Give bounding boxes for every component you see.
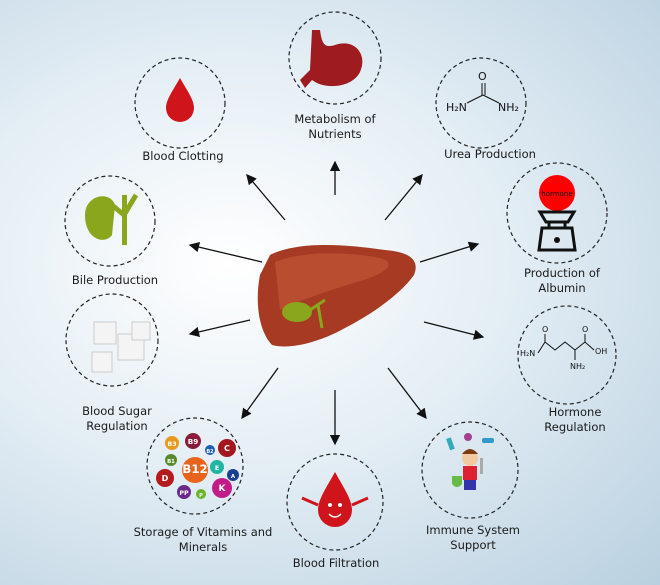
circle-albumin [506,162,608,264]
svg-text:H₂N: H₂N [520,349,535,358]
vitamin-label: K [219,484,227,494]
vitamin-bubble [227,469,239,481]
circle-filtration [286,453,384,551]
label-immune: Immune System Support [426,523,520,552]
svg-text:H₂N: H₂N [446,101,467,114]
arrows [188,160,485,446]
dashed-circles [64,11,617,551]
svg-text:NH₂: NH₂ [498,101,519,114]
sugar-cubes-icon [91,321,151,373]
vitamin-bubble [177,485,191,499]
circle-metabolism [288,11,382,105]
vitamin-label: B12 [182,462,207,476]
svg-text:O: O [582,325,588,334]
circle-hormone [517,305,617,405]
label-urea: Urea Production [444,147,536,161]
svg-text:NH₂: NH₂ [570,362,585,371]
vitamin-label: P [199,493,203,499]
gallbladder-icon [85,193,139,245]
svg-text:OH: OH [595,347,607,356]
vitamin-bubble [196,489,206,499]
circle-urea [435,57,527,149]
vitamin-bubble [165,436,179,450]
vitamin-bubble [165,454,177,466]
label-vitamins: Storage of Vitamins and Minerals [133,525,273,554]
urea-molecule-icon: O H₂N NH₂ [446,70,519,114]
vitamin-bubble [182,457,208,483]
vitamin-label: A [231,474,236,480]
liver-icon [257,245,416,347]
vitamin-bubble [205,445,215,455]
vitamin-bubble [218,439,236,457]
vitamin-label: B9 [188,437,198,446]
circle-immune [421,421,519,519]
stomach-icon [300,30,363,88]
svg-text:O: O [478,70,487,83]
vitamin-label: B2 [206,449,214,455]
vitamin-bubble [185,433,201,449]
vitamin-bubble [212,478,232,498]
blood-drop-icon [166,78,194,122]
scale-icon: hormone [537,175,577,252]
label-sugar: Blood Sugar Regulation [82,404,152,433]
vitamin-label: E [215,465,219,472]
circle-clotting [134,57,226,149]
vitamin-label: B3 [167,441,176,448]
circle-vitamins [146,417,244,515]
label-clotting: Blood Clotting [142,149,224,163]
label-albumin: Production of Albumin [524,266,600,295]
vitamin-bubble [210,460,224,474]
label-metabolism: Metabolism of Nutrients [294,112,376,141]
circle-sugar [65,293,159,387]
svg-text:O: O [542,325,548,334]
vitamin-label: C [224,443,230,453]
label-hormone: Hormone Regulation [544,405,606,434]
glutamine-molecule-icon: O O H₂N OH NH₂ [520,325,607,371]
blood-drop-character-icon [301,472,369,527]
vitamin-label: D [162,473,169,483]
immune-hero-icon [446,433,494,490]
svg-text:hormone: hormone [541,190,572,198]
vitamin-bubble [156,469,174,487]
vitamin-label: B1 [167,459,175,465]
label-filtration: Blood Filtration [292,556,380,570]
vitamin-label: PP [179,490,189,497]
label-bile: Bile Production [71,273,159,287]
circle-bile [64,175,156,267]
